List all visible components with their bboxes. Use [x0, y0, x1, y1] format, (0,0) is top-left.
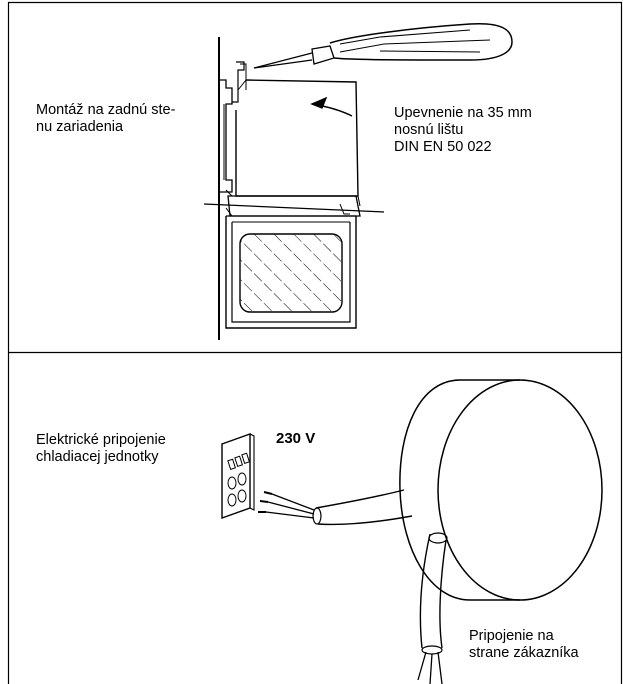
screwdriver-icon [253, 22, 513, 69]
din-rail [219, 79, 233, 193]
power-cable [258, 489, 413, 526]
voltage-label: 230 V [276, 430, 316, 447]
hatched-panel [239, 233, 343, 313]
rotation-arrow-icon [310, 96, 353, 117]
customer-cable [417, 532, 448, 684]
electrical-connection-label: Elektrické pripojenie chladiacej jednotk… [36, 432, 166, 465]
cooling-unit-cylinder [399, 379, 603, 601]
customer-connection-label: Pripojenie na strane zákazníka [469, 628, 579, 661]
electrical-connection-drawing [221, 379, 603, 684]
panel-border [7, 1, 623, 684]
din-rail-label: Upevnenie na 35 mm nosnú lištu DIN EN 50… [394, 105, 532, 155]
wall-mount-label: Montáž na zadnú ste- nu zariadenia [36, 102, 176, 135]
cooling-unit-body [235, 79, 359, 197]
wall-mount-drawing [203, 22, 513, 340]
socket-icon [221, 433, 255, 519]
